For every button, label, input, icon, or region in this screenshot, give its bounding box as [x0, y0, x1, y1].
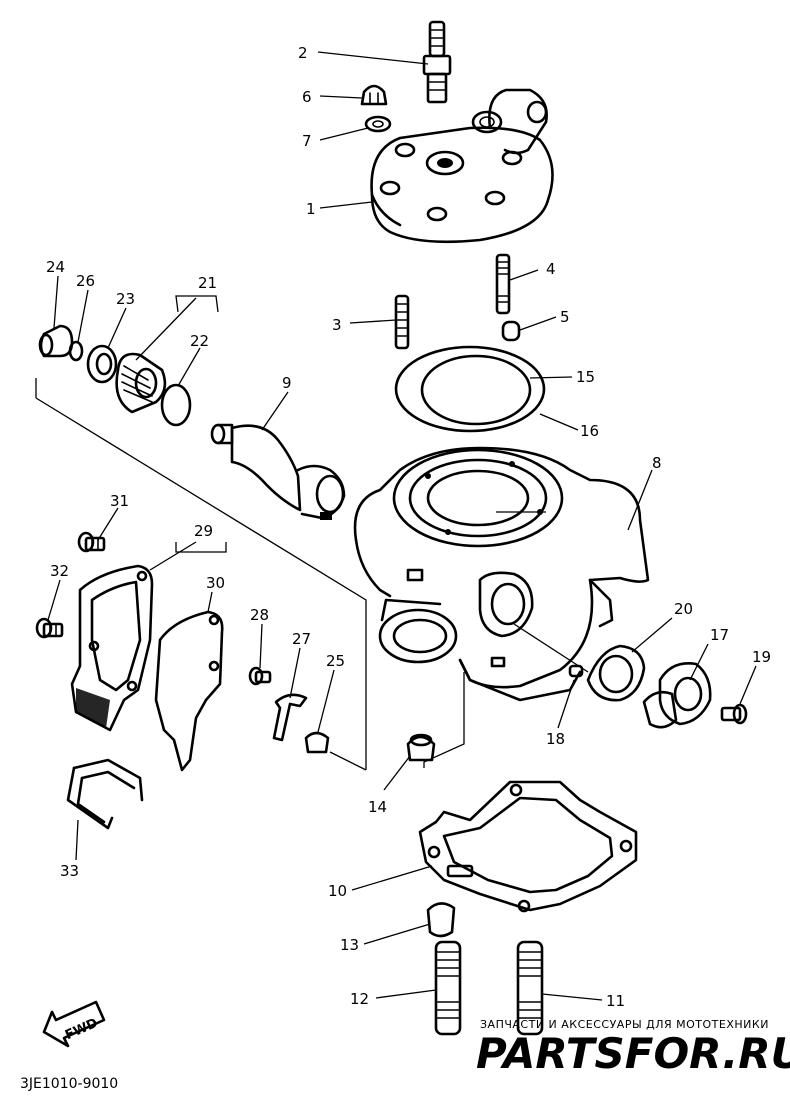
o-ring-22-part	[160, 383, 192, 427]
bracket-33-part	[66, 758, 144, 830]
spark-plug-part	[422, 20, 452, 104]
pump-shaft-part	[210, 423, 346, 520]
stud-12-part	[434, 940, 462, 1036]
callout-18: 18	[546, 730, 565, 748]
callout-22: 22	[190, 332, 209, 350]
callout-7: 7	[302, 132, 312, 150]
callout-9: 9	[282, 374, 292, 392]
callout-19: 19	[752, 648, 771, 666]
bolt-19-part	[720, 703, 748, 725]
bushing-24-part	[38, 324, 74, 358]
assembly-group-lines	[35, 295, 465, 771]
callout-32: 32	[50, 562, 69, 580]
callout-11: 11	[606, 992, 625, 1010]
callout-27: 27	[292, 630, 311, 648]
dowel-18-part	[568, 664, 584, 678]
callout-33: 33	[60, 862, 79, 880]
callout-6: 6	[302, 88, 312, 106]
callout-31: 31	[110, 492, 129, 510]
callout-3: 3	[332, 316, 342, 334]
callout-8: 8	[652, 454, 662, 472]
callout-17: 17	[710, 626, 729, 644]
callout-4: 4	[546, 260, 556, 278]
nut-25-part	[304, 731, 330, 754]
bolt-28-part	[248, 666, 272, 686]
watermark-brand: PARTSFOR.RU	[476, 1029, 790, 1078]
oil-seal-23-part	[86, 344, 118, 384]
callout-1: 1	[306, 200, 316, 218]
joint-17-part	[642, 662, 712, 729]
callout-14: 14	[368, 798, 387, 816]
clip-27-part	[272, 693, 308, 742]
washer-part	[364, 115, 392, 133]
callout-12: 12	[350, 990, 369, 1008]
housing-21-part	[115, 352, 167, 414]
cylinder-part	[353, 446, 650, 702]
callout-5: 5	[560, 308, 570, 326]
cover-gasket-part	[154, 610, 224, 772]
diagram-code: 3JE1010-9010	[20, 1076, 118, 1092]
callout-10: 10	[328, 882, 347, 900]
callout-20: 20	[674, 600, 693, 618]
watermark: ЗАПЧАСТИ И АКСЕССУАРЫ ДЛЯ МОТОТЕХНИКИ PA…	[476, 1018, 790, 1078]
fwd-arrow-icon: FWD	[42, 1000, 106, 1048]
circlip-26-part	[68, 340, 84, 362]
dowel-pin-part	[501, 320, 521, 342]
stud-bolt-3-part	[394, 294, 410, 350]
watermark-caption: ЗАПЧАСТИ И АКСЕССУАРЫ ДЛЯ МОТОТЕХНИКИ	[480, 1018, 769, 1031]
callout-16: 16	[580, 422, 599, 440]
callout-26: 26	[76, 272, 95, 290]
callout-23: 23	[116, 290, 135, 308]
o-ring-15-part	[420, 354, 532, 426]
callout-21: 21	[198, 274, 217, 292]
callout-29: 29	[194, 522, 213, 540]
callout-28: 28	[250, 606, 269, 624]
dowel-13-part	[426, 902, 456, 938]
base-gasket-part	[418, 780, 638, 913]
bolt-32-part	[35, 617, 64, 639]
stud-11-part	[516, 940, 544, 1036]
cylinder-head-part	[370, 88, 554, 244]
o-ring-16-part	[394, 345, 546, 433]
callout-13: 13	[340, 936, 359, 954]
callout-24: 24	[46, 258, 65, 276]
stud-bolt-4-part	[495, 253, 511, 315]
cap-nut-part	[360, 84, 388, 106]
callout-2: 2	[298, 44, 308, 62]
callout-15: 15	[576, 368, 595, 386]
fwd-label: FWD	[63, 1016, 100, 1044]
callout-labels: 2 6 7 1 24 26 23 21 22 4 3 5 15 16 9 8 3…	[46, 44, 771, 1010]
callout-25: 25	[326, 652, 345, 670]
leader-lines	[47, 51, 757, 1001]
gasket-20-part	[586, 644, 646, 702]
callout-30: 30	[206, 574, 225, 592]
nut-14-part	[406, 733, 436, 762]
pump-cover-part	[70, 564, 154, 732]
